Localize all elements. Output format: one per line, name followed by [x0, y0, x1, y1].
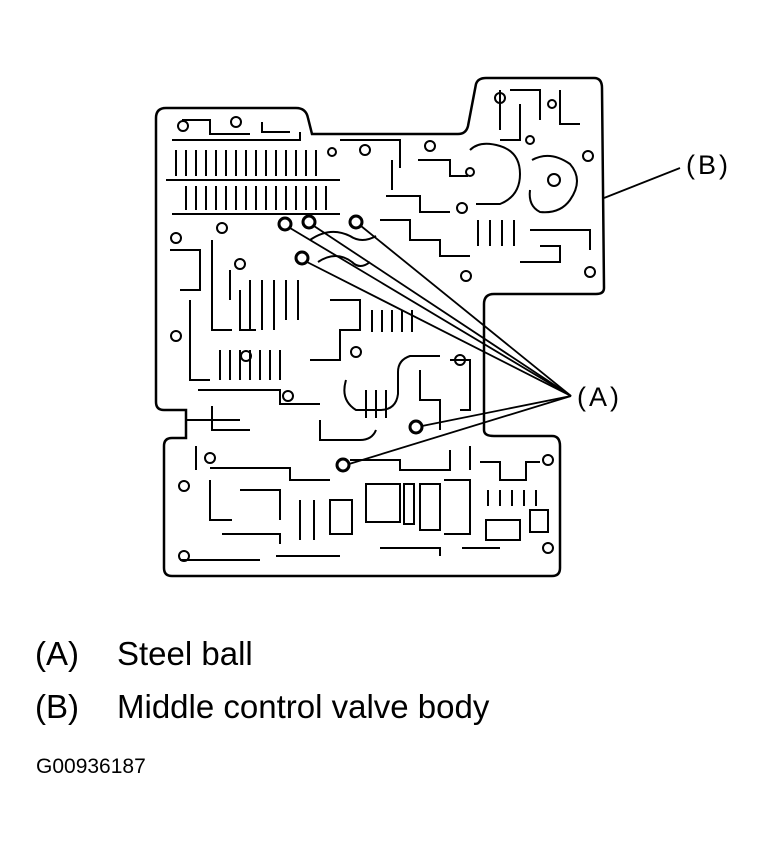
- steel-ball-4: [294, 250, 310, 266]
- legend-row-b: (B) Middle control valve body: [35, 690, 489, 723]
- steel-ball-5: [408, 419, 424, 435]
- legend-text-a: Steel ball: [117, 635, 253, 672]
- legend-text-b: Middle control valve body: [117, 688, 490, 725]
- legend-key-b: (B): [35, 688, 79, 725]
- leader-a-1: [289, 227, 572, 397]
- legend-key-a: (A): [35, 635, 79, 672]
- callout-label-b: (B): [686, 150, 731, 180]
- callout-label-a: (A): [577, 382, 622, 412]
- steel-ball-6: [335, 457, 351, 473]
- steel-ball-2: [301, 214, 317, 230]
- leader-b: [603, 167, 681, 199]
- valve-body-diagram: [154, 76, 681, 578]
- leader-a-6: [348, 395, 572, 465]
- leader-a-4: [306, 261, 572, 397]
- fluid-passages: [166, 89, 591, 561]
- leader-a-3: [360, 225, 572, 397]
- steel-ball-1: [277, 216, 293, 232]
- leader-a-5: [421, 395, 572, 427]
- valve-body-plate-outline: [154, 76, 606, 578]
- steel-balls: [277, 214, 424, 473]
- steel-ball-3: [348, 214, 364, 230]
- figure-id: G00936187: [36, 755, 146, 778]
- legend-row-a: (A) Steel ball: [35, 637, 253, 670]
- leader-lines: [289, 167, 681, 465]
- leader-a-2: [313, 225, 572, 397]
